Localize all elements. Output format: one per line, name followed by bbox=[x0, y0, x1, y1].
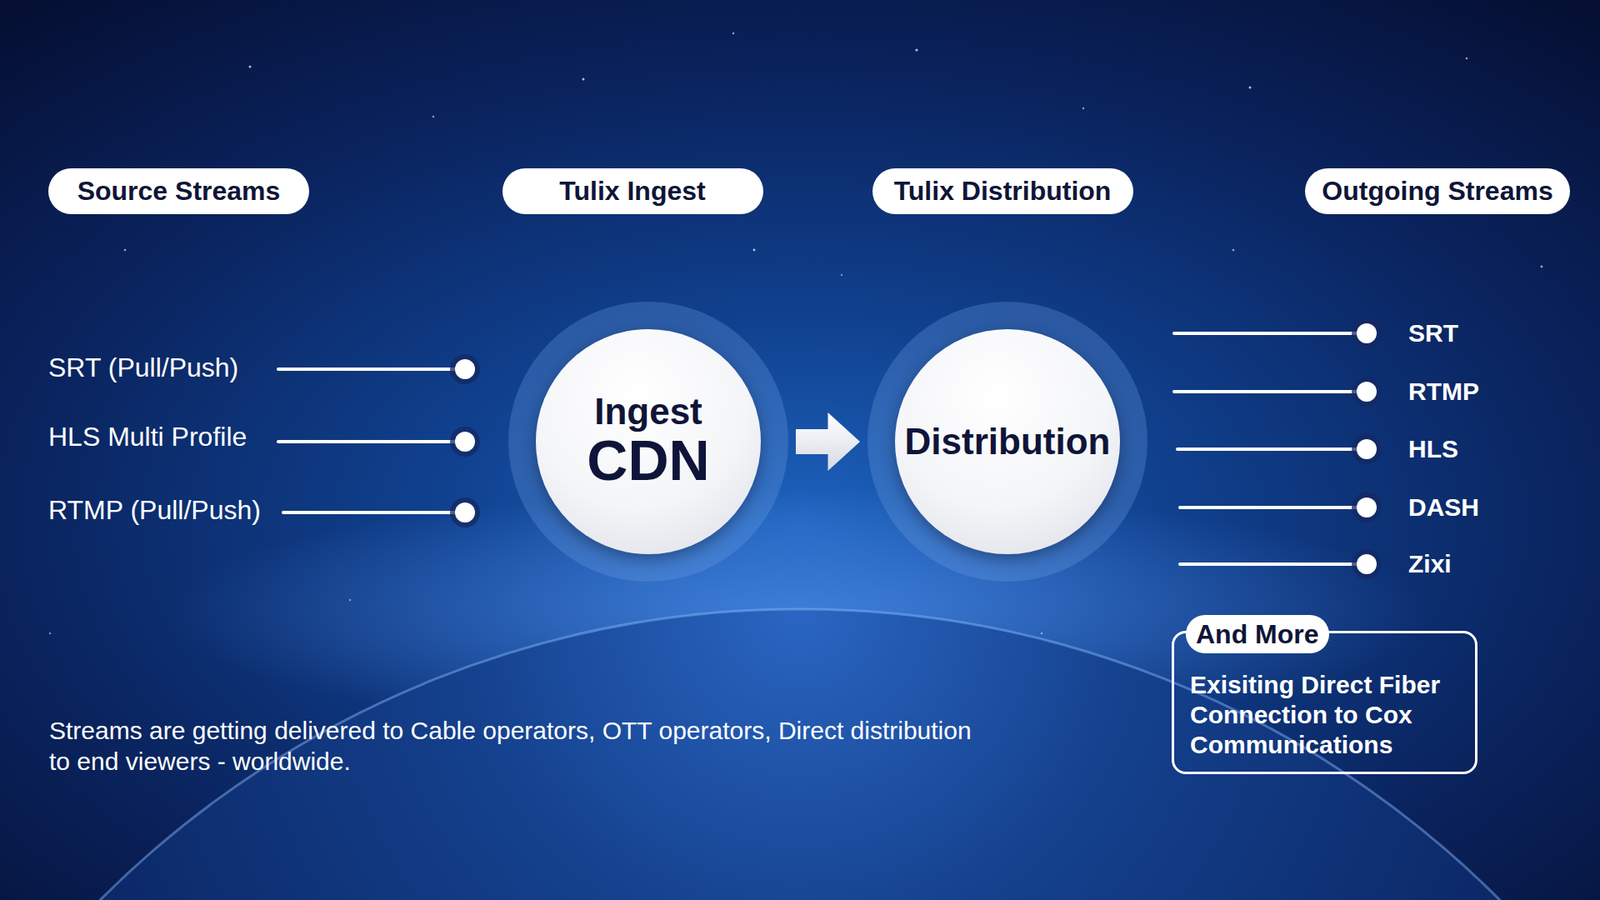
source-protocol: RTMP (Pull/Push) bbox=[48, 494, 261, 526]
circle-title: Distribution bbox=[905, 422, 1111, 461]
pill-label: Source Streams bbox=[77, 175, 281, 207]
pill-label: Tulix Ingest bbox=[559, 175, 705, 207]
heading-pill: Tulix Distribution bbox=[872, 168, 1134, 215]
heading-pill: Source Streams bbox=[48, 168, 310, 215]
output-protocol: DASH bbox=[1408, 492, 1480, 523]
note-box: Exisiting Direct Fiber Connection to Cox… bbox=[1171, 630, 1478, 775]
source-protocol: HLS Multi Profile bbox=[48, 420, 247, 453]
output-protocol: HLS bbox=[1408, 434, 1459, 465]
heading-tag: And More bbox=[1185, 615, 1330, 654]
heading-pill: Outgoing Streams bbox=[1305, 168, 1570, 215]
planet bbox=[0, 609, 1600, 900]
caption: Streams are getting delivered to Cable o… bbox=[49, 715, 991, 777]
output-protocol: SRT bbox=[1408, 318, 1459, 349]
output-protocol: RTMP bbox=[1408, 376, 1480, 407]
source-protocol: SRT (Pull/Push) bbox=[48, 351, 239, 384]
heading-pill: Tulix Ingest bbox=[502, 168, 764, 215]
circle-subtitle: CDN bbox=[586, 430, 710, 490]
circle-node: Distribution bbox=[867, 301, 1148, 582]
circle-title: Ingest bbox=[594, 392, 703, 431]
leader-lines bbox=[278, 333, 1367, 565]
flow-arrow bbox=[795, 412, 860, 471]
pill-label: Outgoing Streams bbox=[1321, 175, 1553, 207]
output-protocol: Zixi bbox=[1408, 549, 1452, 580]
note-text: Exisiting Direct Fiber Connection to Cox… bbox=[1190, 670, 1460, 760]
pill-label: Tulix Distribution bbox=[894, 175, 1112, 207]
circle-face: Distribution bbox=[895, 329, 1120, 555]
circle-node: IngestCDN bbox=[508, 301, 789, 582]
stars bbox=[49, 32, 1544, 635]
circle-face: IngestCDN bbox=[535, 329, 761, 555]
tag-label: And More bbox=[1195, 618, 1320, 650]
